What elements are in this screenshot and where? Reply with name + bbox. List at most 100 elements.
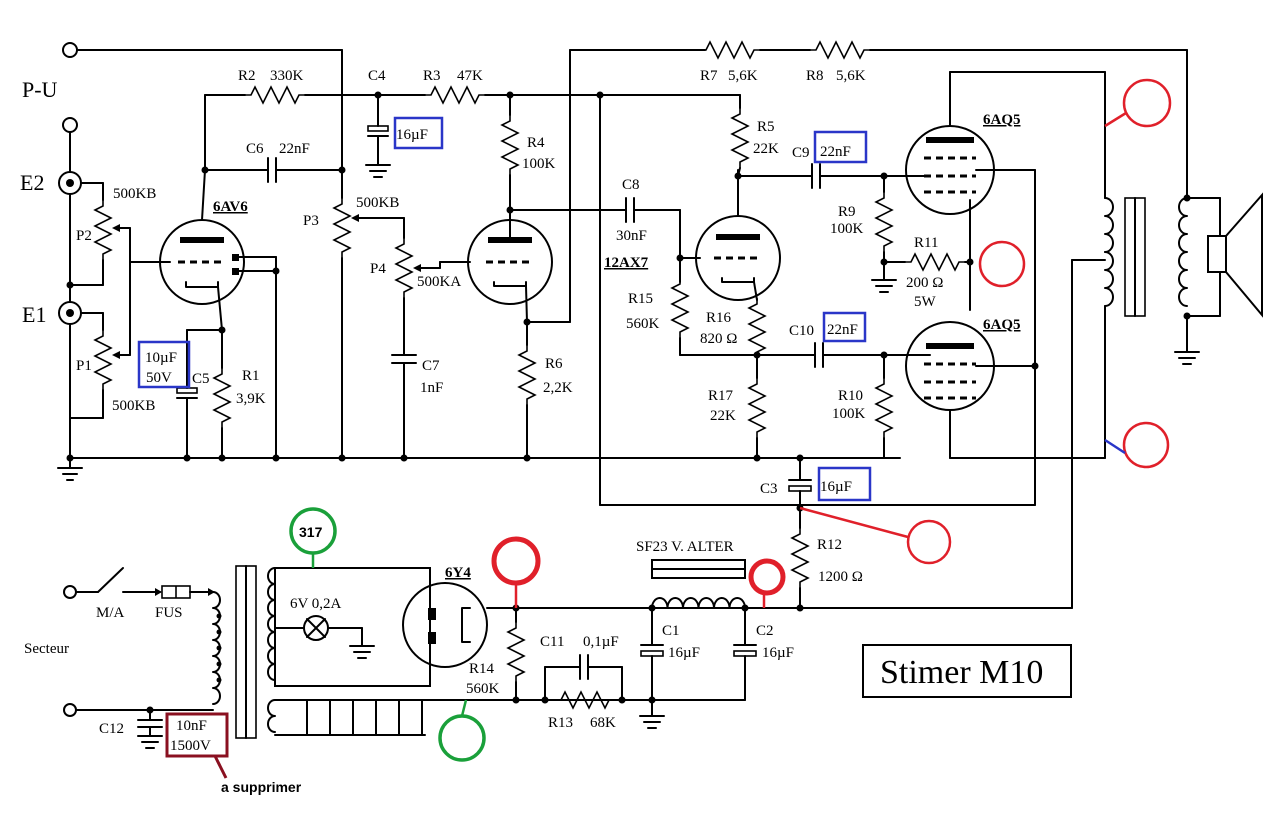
label-c8-val: 30nF: [616, 228, 647, 244]
label-r12-val: 1200 Ω: [818, 569, 863, 585]
label-r13-val: 68K: [590, 715, 616, 731]
label-r17: R17: [708, 388, 734, 404]
label-r4: R4: [527, 135, 545, 151]
label-6aq5-upper: 6AQ5: [983, 112, 1021, 128]
label-r8-val: 5,6K: [836, 68, 866, 84]
label-p4: P4: [370, 261, 386, 277]
remove-marker: [165, 712, 229, 779]
resistor-r11: [883, 199, 974, 311]
title-box: [862, 644, 1072, 698]
capacitor-c2: [733, 607, 757, 701]
label-r16-val: 820 Ω: [700, 331, 737, 347]
label-c12-val2: 1500V: [170, 738, 211, 754]
label-6aq5-lower: 6AQ5: [983, 317, 1021, 333]
label-317: 317: [299, 524, 323, 540]
resistor-r2: [204, 86, 426, 104]
capacitor-c10: [814, 342, 931, 368]
label-r16: R16: [706, 310, 732, 326]
resistor-r10: [875, 354, 893, 459]
label-c4: C4: [368, 68, 386, 84]
label-r12: R12: [817, 537, 842, 553]
capacitor-c9: [737, 163, 931, 189]
label-fuse: FUS: [155, 605, 183, 621]
label-c10-val: 22nF: [827, 322, 858, 338]
label-r1: R1: [242, 368, 260, 384]
label-r11: R11: [914, 235, 938, 251]
tube-6y4: [402, 582, 746, 668]
resistor-r15: [671, 277, 816, 359]
capacitor-c5: [176, 329, 198, 459]
label-mains: Secteur: [24, 641, 69, 657]
label-c11-val: 0,1µF: [583, 634, 619, 650]
label-r10-val: 100K: [832, 406, 866, 422]
label-c2-val: 16µF: [762, 645, 794, 661]
resistor-r16: [748, 297, 766, 359]
label-c9-val: 22nF: [820, 144, 851, 160]
label-c11: C11: [540, 634, 564, 650]
label-r4-val: 100K: [522, 156, 556, 172]
label-c8: C8: [622, 177, 640, 193]
label-r7: R7: [700, 68, 718, 84]
label-c7-val: 1nF: [420, 380, 443, 396]
speaker-icon: [1207, 192, 1263, 318]
label-12ax7: 12AX7: [604, 255, 649, 271]
resistor-r5: [731, 94, 749, 177]
label-r9-val: 100K: [830, 221, 864, 237]
label-r8: R8: [806, 68, 824, 84]
label-p3: P3: [303, 213, 319, 229]
label-c1: C1: [662, 623, 680, 639]
capacitor-c12: [137, 709, 163, 749]
tube-12ax7-b: [695, 169, 781, 301]
label-r6-val: 2,2K: [543, 380, 573, 396]
label-6y4: 6Y4: [445, 565, 471, 581]
label-c1-val: 16µF: [668, 645, 700, 661]
resistor-r7: [699, 41, 761, 59]
label-p2: P2: [76, 228, 92, 244]
mains-input: [63, 567, 215, 717]
resistor-r8: [759, 41, 1191, 202]
blue-highlight-boxes: [137, 116, 872, 502]
label-switch: M/A: [96, 605, 125, 621]
label-c12-val1: 10nF: [176, 718, 207, 734]
label-r17-val: 22K: [710, 408, 736, 424]
resistor-r9: [871, 175, 897, 293]
pot-p2: [69, 182, 171, 286]
label-r5-val: 22K: [753, 141, 779, 157]
label-c6-val: 22nF: [279, 141, 310, 157]
label-r14: R14: [469, 661, 495, 677]
mains-transformer: [212, 565, 276, 739]
label-p2-val: 500KB: [113, 186, 156, 202]
label-r15-val: 560K: [626, 316, 660, 332]
tube-6av6: [159, 94, 277, 334]
label-p1: P1: [76, 358, 92, 374]
label-r13: R13: [548, 715, 573, 731]
label-e1: E1: [22, 302, 46, 327]
label-p1-val: 500KB: [112, 398, 155, 414]
label-r11-val: 200 Ω: [906, 275, 943, 291]
label-choke: SF23 V. ALTER: [636, 539, 734, 555]
label-r9: R9: [838, 204, 856, 220]
label-r5: R5: [757, 119, 775, 135]
label-p4-val: 500KA: [417, 274, 461, 290]
resistor-r4: [501, 94, 519, 241]
capacitor-c4: [365, 94, 391, 178]
label-pu: P-U: [22, 77, 58, 102]
label-r14-val: 560K: [466, 681, 500, 697]
label-c5: C5: [192, 371, 210, 387]
label-r15: R15: [628, 291, 653, 307]
label-lamp: 6V 0,2A: [290, 596, 342, 612]
capacitor-c3: [788, 457, 812, 529]
capacitor-c1: [639, 604, 746, 729]
label-c12: C12: [99, 721, 124, 737]
label-r10: R10: [838, 388, 863, 404]
resistor-r3: [424, 86, 741, 104]
label-remove: a supprimer: [221, 779, 302, 795]
label-p3-val: 500KB: [356, 195, 399, 211]
choke-sf23: [651, 559, 749, 612]
resistor-r6: [518, 321, 536, 459]
resistor-r1: [213, 329, 231, 459]
label-r2: R2: [238, 68, 256, 84]
heater-circuit: [274, 567, 431, 687]
label-c6: C6: [246, 141, 264, 157]
